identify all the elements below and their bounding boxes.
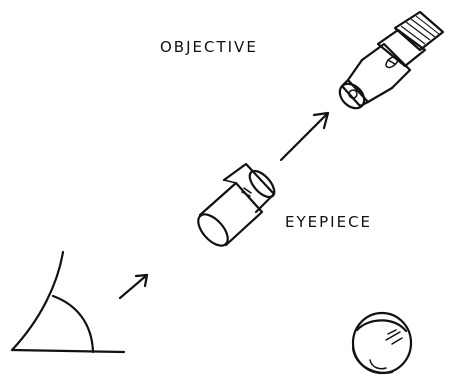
eyepiece-barrel	[200, 183, 262, 245]
angle-arc	[53, 296, 93, 352]
arrow-to-objective	[281, 113, 328, 160]
angle-diagram	[12, 252, 124, 352]
angle-arm-upper	[12, 252, 63, 350]
arrow-to-eyepiece	[120, 275, 147, 298]
eyepiece-drawing	[193, 164, 279, 251]
angle-arm-base	[12, 350, 124, 352]
lens-disc-drawing	[353, 313, 411, 373]
objective-label: OBJECTIVE	[160, 38, 258, 56]
eyepiece-label: EYEPIECE	[285, 213, 372, 231]
objective-lens-drawing	[335, 12, 443, 113]
